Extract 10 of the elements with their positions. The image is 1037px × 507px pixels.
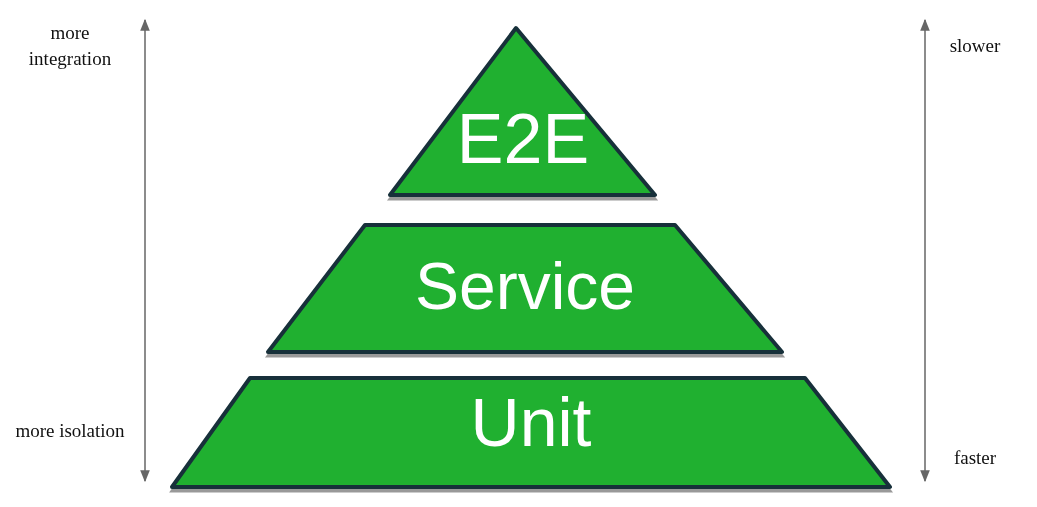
layer-label: Unit: [470, 388, 592, 456]
pyramid-triangle: [388, 26, 658, 198]
axis-label: faster: [952, 446, 998, 470]
axis-label: slower: [948, 34, 1002, 58]
layer-label: E2E: [456, 104, 590, 174]
layer-label: Service: [414, 253, 636, 319]
axis-label: more integration: [27, 21, 113, 71]
axis-label: more isolation: [14, 419, 126, 443]
pyramid-trapezoid: [170, 376, 892, 490]
pyramid-trapezoid: [266, 223, 784, 355]
